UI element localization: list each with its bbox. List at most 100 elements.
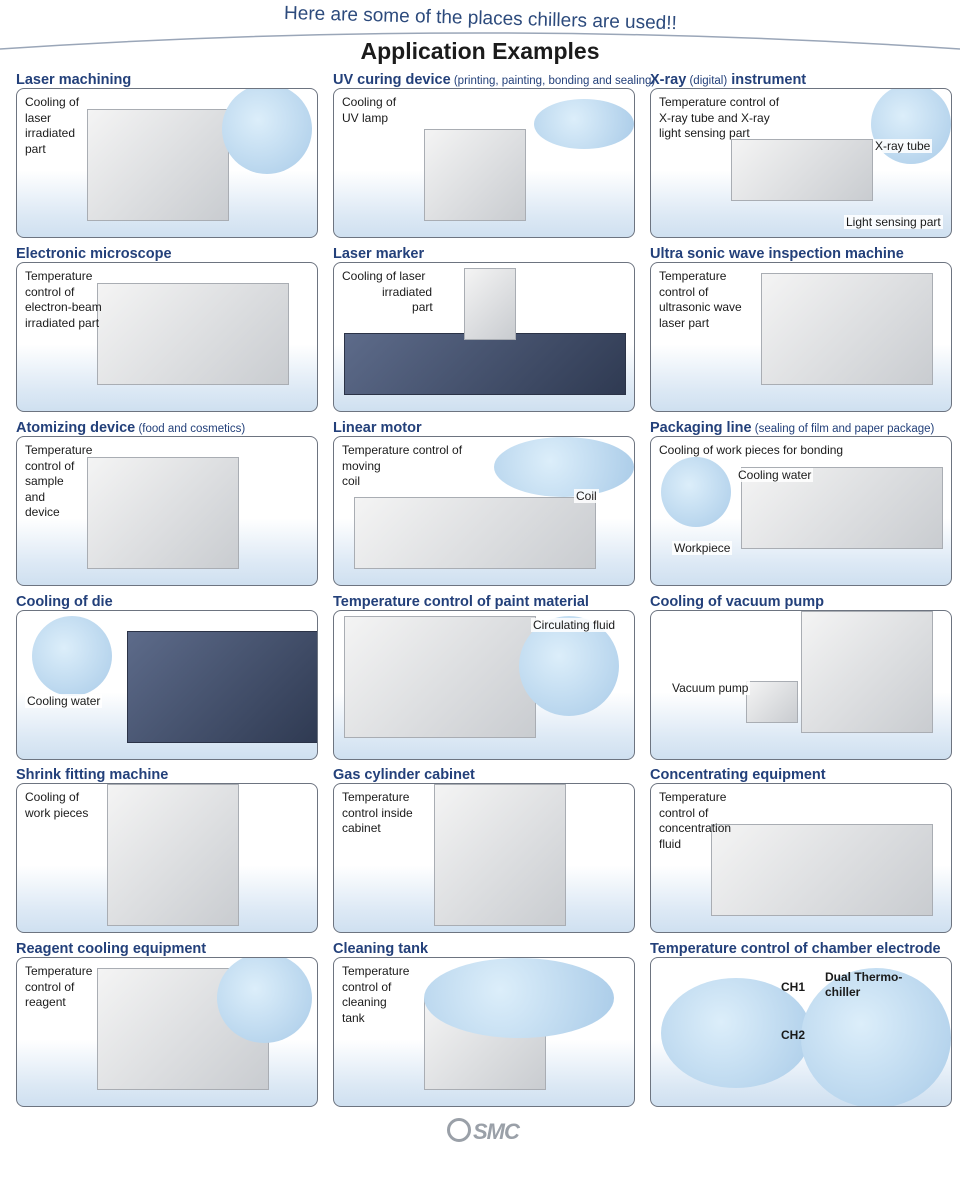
description-line: concentration: [659, 821, 732, 835]
description-line: Temperature: [342, 790, 410, 804]
detail-magnifier: [661, 457, 731, 527]
panel-title-text: Linear motor: [333, 420, 422, 436]
description-line: irradiated part: [25, 315, 100, 330]
equipment-illustration: [87, 457, 239, 569]
panel-title-text: Cooling of vacuum pump: [650, 594, 824, 610]
description-line: Cooling of laser: [342, 269, 426, 283]
panel-title: Reagent cooling equipment: [16, 941, 206, 957]
equipment-illustration: [761, 273, 933, 385]
equipment-illustration: [801, 611, 933, 733]
description-line: Temperature: [342, 964, 410, 978]
equipment-illustration: [354, 497, 596, 569]
equipment-illustration: [424, 129, 526, 221]
panel-description: Cooling of work pieces for bonding: [659, 443, 843, 459]
smc-logo: SMC: [447, 1118, 520, 1145]
illustration-box: Cooling of laser irradiated part: [333, 262, 635, 412]
callout-label: Coil: [574, 489, 599, 503]
description-line: Temperature: [659, 269, 727, 283]
panel-title: X-ray (digital) instrument: [650, 72, 806, 88]
equipment-illustration: [434, 784, 566, 926]
description-line: sample: [25, 474, 64, 488]
illustration-box: Cooling water: [16, 610, 318, 760]
panel-title: Laser machining: [16, 72, 131, 88]
detail-magnifier: [801, 968, 951, 1106]
description-line: Cooling of: [342, 95, 397, 109]
detail-magnifier: [494, 437, 634, 497]
panel-title-text: Packaging line: [650, 420, 752, 436]
application-panel: Temperature control of chamber electrode…: [650, 941, 952, 1115]
equipment-illustration: [344, 616, 536, 738]
panel-title: Temperature control of paint material: [333, 594, 589, 610]
description-line: Temperature control of: [342, 443, 463, 457]
description-line: work pieces: [25, 805, 89, 820]
description-line: UV lamp: [342, 110, 389, 125]
panel-subtitle: (digital): [686, 75, 728, 87]
panel-title: Temperature control of chamber electrode: [650, 941, 941, 957]
panel-title: Shrink fitting machine: [16, 767, 168, 783]
equipment-illustration: [344, 333, 626, 395]
header-arc: [0, 32, 960, 50]
description-line: X-ray tube and X-ray: [659, 110, 770, 125]
panel-title: Cleaning tank: [333, 941, 428, 957]
description-line: cabinet: [342, 821, 381, 835]
equipment-illustration: [731, 139, 873, 201]
panel-title-text: Shrink fitting machine: [16, 767, 169, 783]
callout-label: X-ray tube: [873, 139, 933, 153]
description-line: and: [25, 489, 46, 504]
panel-title: Concentrating equipment: [650, 767, 826, 783]
panel-title-text: Reagent cooling equipment: [16, 941, 207, 957]
panel-subtitle: (printing, painting, bonding and sealing…: [450, 75, 656, 87]
panel-title-text: Concentrating equipment: [650, 767, 826, 783]
description-line: Temperature: [25, 964, 93, 978]
panel-title-text: UV curing device: [333, 72, 451, 88]
description-line: control of: [25, 979, 75, 994]
panel-title-text: Gas cylinder cabinet: [333, 767, 475, 783]
description-line: irradiated: [25, 126, 76, 140]
equipment-illustration: [97, 283, 289, 385]
callout-label: Vacuum pump: [670, 681, 751, 695]
callout-label: Cooling water: [25, 694, 103, 708]
panel-title: Atomizing device (food and cosmetics): [16, 420, 245, 436]
page-title: Application Examples: [360, 38, 600, 64]
description-line: control of: [25, 458, 75, 473]
panel-title: Electronic microscope: [16, 246, 172, 262]
callout-label: CH2: [781, 1028, 806, 1042]
panel-title: UV curing device (printing, painting, bo…: [333, 72, 655, 88]
panel-subtitle: (food and cosmetics): [135, 423, 246, 435]
description-line: Cooling of work pieces for bonding: [659, 443, 844, 457]
panel-title-text: Atomizing device: [16, 420, 136, 436]
callout-label: Light sensing part: [844, 215, 943, 229]
detail-magnifier: [534, 99, 634, 149]
panel-title-text: Cooling of die: [16, 594, 113, 610]
panel-title-text: Electronic microscope: [16, 246, 172, 262]
callout-label: CH1: [781, 980, 806, 994]
callout-label: Dual Thermo-chiller: [825, 970, 903, 999]
smc-logo-icon: [447, 1118, 471, 1142]
detail-magnifier: [519, 616, 619, 716]
description-line: Temperature: [25, 443, 93, 457]
panel-title-text: Temperature control of paint material: [333, 594, 589, 610]
description-line: fluid: [659, 836, 682, 851]
